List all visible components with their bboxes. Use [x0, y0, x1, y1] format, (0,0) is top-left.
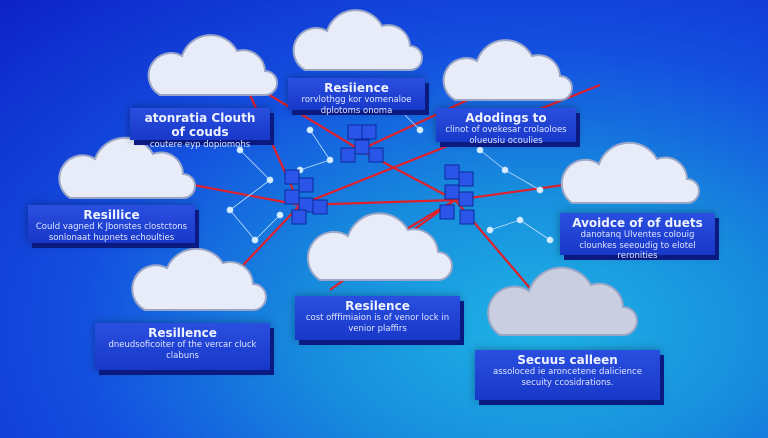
label-desc: coutere eyp dopiomohs: [149, 139, 251, 150]
label-title: Resillence: [148, 326, 217, 340]
label-desc: dneudsoficoiter of the vercar cluck clab…: [108, 340, 257, 361]
cloud-icon: [58, 136, 196, 199]
cloud-icon: [306, 212, 453, 281]
label-desc: rorvlothgg kor vomenaloe dplotoms onoma: [301, 95, 412, 116]
label-desc: cost offfimiaion is of venor lock in ven…: [305, 313, 450, 334]
cloud-icon: [292, 9, 423, 71]
label-box: Adodings to clinot of ovekesar crolaoloe…: [436, 108, 576, 146]
cloud-icon: [442, 39, 573, 101]
label-title: Resiience: [324, 81, 389, 95]
cloud-icon: [131, 247, 267, 311]
label-title: Secuus calleen: [517, 353, 618, 367]
label-desc: assoloced ie aroncetene dalicience secui…: [493, 367, 642, 388]
label-box: Resiience rorvlothgg kor vomenaloe dplot…: [288, 78, 425, 116]
label-box: Resillice Could vagned K Jbonstes clostc…: [28, 205, 195, 243]
label-box: Resilence cost offfimiaion is of venor l…: [295, 296, 460, 340]
label-title: Adodings to: [465, 111, 547, 125]
label-desc: clinot of ovekesar crolaoloes olueusiu o…: [445, 125, 567, 146]
cloud-icon: [147, 34, 278, 96]
label-title: Avoidce of of duets: [572, 216, 703, 230]
label-box: atonratia Clouth of couds coutere eyp do…: [130, 108, 270, 150]
label-desc: danotanq Ulventes colouig clounkes seeou…: [579, 230, 696, 261]
clouds: [58, 9, 700, 336]
label-desc: Could vagned K Jbonstes clostctons sonlo…: [35, 222, 188, 243]
label-title: atonratia Clouth of couds: [144, 111, 256, 140]
mesh-nodes: [226, 106, 554, 244]
cloud-icon: [560, 141, 700, 204]
label-box: Resillence dneudsoficoiter of the vercar…: [95, 323, 270, 370]
label-box: Secuus calleen assoloced ie aroncetene d…: [475, 350, 660, 400]
label-box: Avoidce of of duets danotanq Ulventes co…: [560, 213, 715, 261]
cloud-icon: [487, 266, 638, 336]
label-title: Resilence: [345, 299, 410, 313]
label-title: Resillice: [83, 208, 140, 222]
server-cubes: [284, 124, 475, 225]
